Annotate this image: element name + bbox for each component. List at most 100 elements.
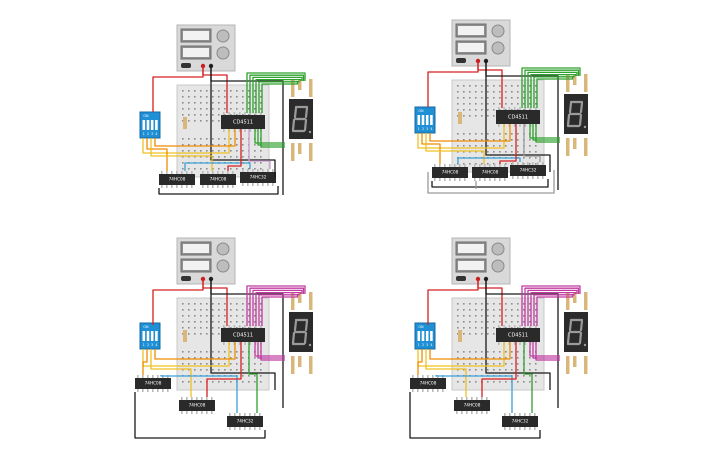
chip-pin <box>267 183 269 186</box>
dip-number: 1 <box>418 343 420 347</box>
wires <box>134 279 306 439</box>
chip-pin <box>519 325 521 328</box>
current-knob-icon[interactable] <box>491 259 505 273</box>
chip-pin <box>529 413 531 416</box>
chip-pin <box>147 389 149 392</box>
wire-ground-black <box>485 279 551 390</box>
chip-pin <box>181 397 183 400</box>
voltage-knob-icon[interactable] <box>491 24 505 38</box>
chip-pin <box>513 124 516 127</box>
chip-pin <box>504 427 506 430</box>
dip-toggle[interactable] <box>417 115 421 125</box>
power-display-current-screen <box>458 43 484 52</box>
wire-segment <box>258 81 300 113</box>
wire-ground-black <box>134 392 266 439</box>
resistor <box>584 356 588 367</box>
dip-toggle[interactable] <box>146 120 150 130</box>
wire-input-orange <box>421 133 441 164</box>
logic-chip-label: 74HC08 <box>145 381 162 386</box>
dip-toggle[interactable] <box>146 331 150 341</box>
dip-toggle[interactable] <box>430 331 433 341</box>
chip-pin <box>514 413 516 416</box>
chip-pin <box>503 325 505 328</box>
current-knob-icon[interactable] <box>491 41 505 55</box>
power-supply[interactable] <box>176 24 236 72</box>
chip-pin <box>486 397 488 400</box>
chip-pin <box>476 411 478 414</box>
dip-toggle[interactable] <box>430 115 433 125</box>
chip-pin <box>513 325 516 328</box>
dip-toggle[interactable] <box>155 331 158 341</box>
dip-toggle[interactable] <box>155 120 158 130</box>
power-switch[interactable] <box>181 63 191 68</box>
power-switch[interactable] <box>181 276 191 281</box>
chip-pin <box>233 112 236 115</box>
main-chip-label: CD4511 <box>508 115 528 121</box>
dip-number: 1 <box>143 343 145 347</box>
current-knob-icon[interactable] <box>216 46 230 60</box>
current-knob-icon[interactable] <box>216 259 230 273</box>
chip-pin <box>535 325 537 328</box>
power-supply[interactable] <box>176 237 236 285</box>
main-chip-label: CD4511 <box>233 333 253 339</box>
seven-segment-display <box>564 94 588 134</box>
wire-ground-black <box>431 179 549 188</box>
chip-pin <box>519 124 521 127</box>
dip-toggle[interactable] <box>421 115 425 125</box>
chip-pin <box>176 185 178 188</box>
chip-pin <box>207 185 209 188</box>
chip-pin <box>191 397 193 400</box>
dip-toggle[interactable] <box>425 331 429 341</box>
wire-segment <box>261 294 299 326</box>
dip-number: 4 <box>155 132 157 136</box>
chip-pin <box>166 185 168 188</box>
resistor <box>291 363 295 374</box>
voltage-knob-icon[interactable] <box>216 242 230 256</box>
chip-pin <box>412 375 414 378</box>
power-display-current-screen <box>183 48 209 57</box>
resistor <box>309 143 313 154</box>
wires <box>409 279 581 439</box>
power-supply[interactable] <box>451 19 511 67</box>
wire-logic <box>523 124 541 162</box>
chip-pin <box>186 411 188 414</box>
power-switch[interactable] <box>456 276 466 281</box>
dip-number: 3 <box>426 343 428 347</box>
chip-pin <box>504 164 506 167</box>
dip-toggle[interactable] <box>421 331 425 341</box>
chip-pin <box>254 112 257 115</box>
wire-ground-black <box>210 279 276 390</box>
chip-pin <box>176 171 178 174</box>
chip-pin <box>519 427 521 430</box>
dip-on-label: ON <box>143 325 149 329</box>
voltage-knob-icon[interactable] <box>216 29 230 43</box>
chip-pin <box>529 325 532 328</box>
logic-chip-body <box>454 400 490 411</box>
chip-pin <box>524 342 527 345</box>
chip-pin <box>454 178 456 181</box>
dip-toggle[interactable] <box>425 115 429 125</box>
chip-pin <box>252 183 254 186</box>
wire-segment <box>252 76 303 113</box>
dip-toggle[interactable] <box>142 331 146 341</box>
chip-pin <box>534 427 536 430</box>
dip-toggle[interactable] <box>142 120 146 130</box>
power-supply[interactable] <box>451 237 511 285</box>
chip-pin <box>529 107 532 110</box>
chip-pin <box>498 325 500 328</box>
resistor <box>291 299 295 310</box>
power-switch[interactable] <box>456 58 466 63</box>
dip-toggle[interactable] <box>150 331 154 341</box>
dip-toggle[interactable] <box>150 120 154 130</box>
chip-pin <box>449 164 451 167</box>
voltage-knob-icon[interactable] <box>491 242 505 256</box>
dip-on-label: ON <box>143 114 149 118</box>
dip-toggle[interactable] <box>417 331 421 341</box>
wire-logic-red <box>206 342 242 397</box>
chip-pin <box>484 178 486 181</box>
